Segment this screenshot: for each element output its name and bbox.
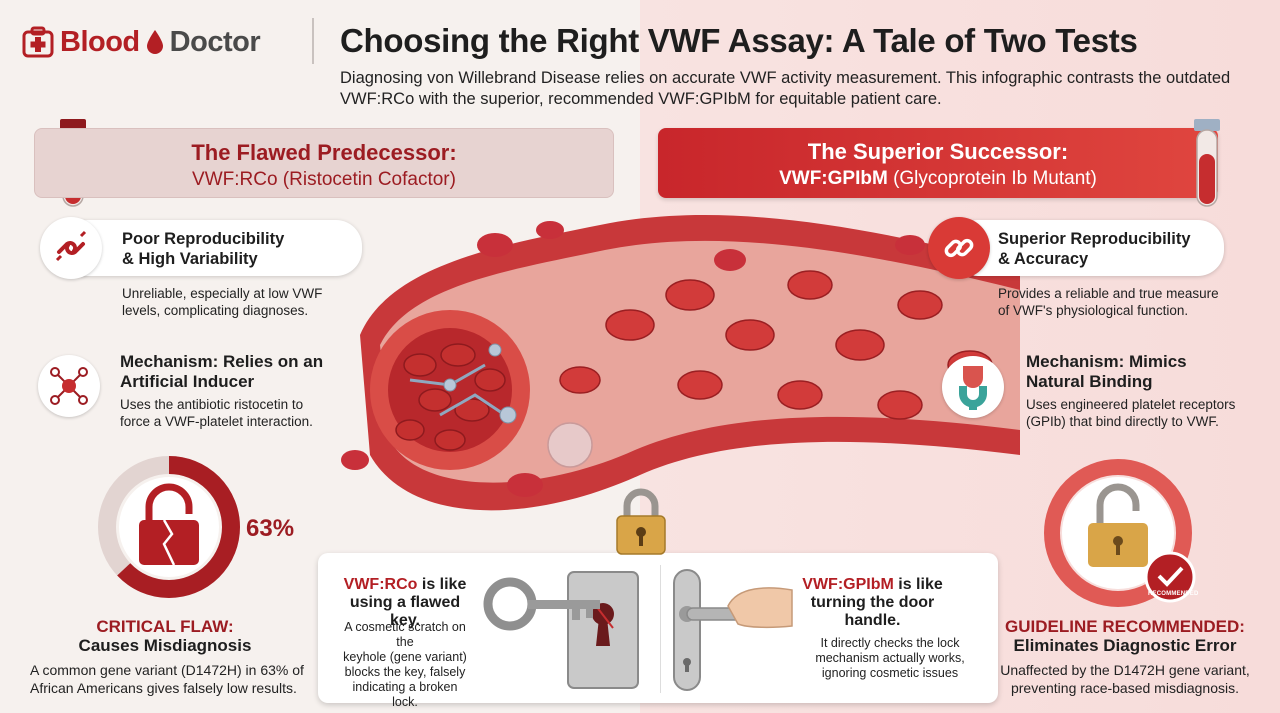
right-reproducibility-card (952, 220, 1224, 276)
left-mechanism-text-line2: force a VWF-platelet interaction. (120, 414, 313, 429)
brand-name-part1: Blood (60, 25, 140, 58)
header-divider (312, 18, 314, 64)
left-reproducibility-title-line2: & High Variability (122, 250, 258, 268)
recommended-badge-text: RECOMMENDED (1148, 591, 1199, 597)
key-in-lock-icon (483, 571, 639, 689)
analogy-left-body-line2: keyhole (gene variant) (343, 650, 467, 664)
right-reproducibility-text-line2: of VWF's physiological function. (998, 303, 1189, 318)
right-mechanism-text-line2: (GPIb) that bind directly to VWF. (1026, 414, 1219, 429)
broken-lock-icon (139, 483, 199, 566)
right-reproducibility-title-line1: Superior Reproducibility (998, 230, 1191, 248)
right-mechanism-icon-circle (942, 356, 1004, 418)
analogy-left-head-rest: is like (417, 576, 467, 593)
right-banner: The Superior Successor: VWF:GPIbM (Glyco… (658, 128, 1218, 198)
analogy-right-body-line3: ignoring cosmetic issues (821, 666, 959, 680)
right-recommended-title: GUIDELINE RECOMMENDED: (1005, 617, 1245, 636)
analogy-right-head-line2: turning the door (810, 594, 935, 611)
analogy-right-head-line3: handle. (844, 612, 901, 629)
right-mechanism-text-line1: Uses engineered platelet receptors (1026, 397, 1236, 412)
misdiagnosis-donut-fill (98, 456, 240, 598)
left-flaw-text: A common gene variant (D1472H) in 63% of… (30, 661, 304, 697)
right-mechanism-title-line1: Mechanism: Mimics (1026, 352, 1187, 371)
open-lock-icon (1088, 483, 1148, 567)
door-handle-icon (673, 569, 793, 691)
analogy-right-head-rest: is like (893, 576, 943, 593)
left-mechanism-title-line2: Artificial Inducer (120, 372, 255, 391)
analogy-left-body: A cosmetic scratch on the keyhole (gene … (340, 620, 470, 710)
brand-logo: Blood Doctor (22, 20, 261, 64)
left-banner-heading: The Flawed Predecessor: (191, 140, 457, 165)
left-reproducibility-text-line2: levels, complicating diagnoses. (122, 303, 309, 318)
left-flaw-text-line1: A common gene variant (D1472H) in 63% of (30, 662, 304, 678)
right-recommended-text: Unaffected by the D1472H gene variant, p… (990, 661, 1260, 697)
left-flaw-block: CRITICAL FLAW: Causes Misdiagnosis (20, 617, 310, 656)
left-banner-test-name: VWF:RCo (Ristocetin Cofactor) (192, 169, 456, 190)
page-title: Choosing the Right VWF Assay: A Tale of … (340, 22, 1138, 59)
right-recommended-block: GUIDELINE RECOMMENDED: Eliminates Diagno… (990, 617, 1260, 656)
page-subtitle: Diagnosing von Willebrand Disease relies… (340, 69, 1231, 108)
left-mechanism-text-line1: Uses the antibiotic ristocetin to (120, 397, 304, 412)
left-reproducibility-text: Unreliable, especially at low VWF levels… (122, 285, 322, 319)
left-banner: The Flawed Predecessor: VWF:RCo (Ristoce… (34, 128, 614, 198)
analogy-divider (660, 565, 661, 693)
analogy-right-body-line2: mechanism actually works, (815, 651, 965, 665)
right-banner-test-name: VWF:GPIbM (Glycoprotein Ib Mutant) (658, 165, 1218, 190)
analogy-left-head-line2: using a flawed key. (349, 594, 461, 629)
recommended-badge-icon (1144, 551, 1196, 603)
brand-name-part2: Doctor (169, 25, 261, 58)
right-mechanism-title: Mechanism: Mimics Natural Binding (1026, 352, 1187, 392)
misdiagnosis-donut (98, 456, 240, 598)
right-banner-test-full: (Glycoprotein Ib Mutant) (887, 168, 1097, 189)
analogy-right-heading: VWF:GPIbM is like turning the door handl… (790, 576, 955, 630)
right-reproducibility-icon-circle (928, 217, 990, 279)
analogy-right-test: VWF:GPIbM (802, 576, 894, 593)
analogy-card (318, 553, 998, 703)
recommended-ring (1044, 459, 1196, 607)
right-banner-heading: The Superior Successor: (807, 139, 1069, 164)
blood-drop-icon (146, 30, 163, 54)
analogy-left-body-line4: indicating a broken lock. (352, 680, 458, 709)
right-recommended-text-line1: Unaffected by the D1472H gene variant, (1000, 662, 1250, 678)
left-reproducibility-title-line1: Poor Reproducibility (122, 230, 285, 248)
misdiagnosis-percent: 63% (246, 515, 295, 542)
analogy-left-body-line3: blocks the key, falsely (344, 665, 466, 679)
right-reproducibility-text: Provides a reliable and true measure of … (998, 285, 1219, 319)
left-reproducibility-title: Poor Reproducibility & High Variability (122, 229, 284, 269)
receptor-binding-icon (959, 366, 987, 410)
left-reproducibility-card (62, 220, 362, 276)
right-reproducibility-title: Superior Reproducibility & Accuracy (998, 229, 1191, 269)
analogy-left-heading: VWF:RCo is like using a flawed key. (340, 576, 470, 630)
right-recommended-text-line2: preventing race-based misdiagnosis. (1010, 680, 1239, 696)
right-reproducibility-text-line1: Provides a reliable and true measure (998, 286, 1219, 301)
blood-vessel-illustration (341, 214, 1020, 511)
right-reproducibility-title-line2: & Accuracy (998, 250, 1089, 268)
right-recommended-subtitle: Eliminates Diagnostic Error (1013, 636, 1237, 655)
medical-cross-icon (22, 26, 54, 58)
left-flaw-title: CRITICAL FLAW: (96, 617, 234, 636)
analogy-left-body-line1: A cosmetic scratch on the (344, 620, 466, 649)
left-reproducibility-icon-circle (40, 217, 102, 279)
left-mechanism-title: Mechanism: Relies on an Artificial Induc… (120, 352, 323, 392)
broken-link-icon (55, 230, 87, 262)
right-mechanism-title-line2: Natural Binding (1026, 372, 1153, 391)
right-mechanism-text: Uses engineered platelet receptors (GPIb… (1026, 396, 1235, 430)
analogy-left-test: VWF:RCo (343, 576, 418, 593)
padlock-icon (616, 488, 666, 555)
left-reproducibility-text-line1: Unreliable, especially at low VWF (122, 286, 323, 301)
link-icon (944, 238, 974, 258)
left-mechanism-icon-circle (38, 355, 100, 417)
left-mechanism-title-line1: Mechanism: Relies on an (120, 352, 324, 371)
analogy-right-body: It directly checks the lock mechanism ac… (790, 636, 990, 681)
analogy-right-body-line1: It directly checks the lock (820, 636, 960, 650)
left-flaw-subtitle: Causes Misdiagnosis (78, 636, 252, 655)
right-banner-test-abbrev: VWF:GPIbM (779, 168, 888, 189)
molecule-icon (50, 367, 88, 405)
test-tube-icon-right (1194, 119, 1220, 207)
left-mechanism-text: Uses the antibiotic ristocetin to force … (120, 396, 313, 430)
left-flaw-text-line2: African Americans gives falsely low resu… (30, 680, 297, 696)
